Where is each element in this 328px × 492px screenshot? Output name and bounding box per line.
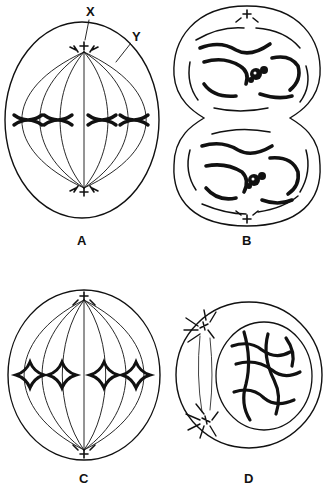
nucleolus	[246, 66, 268, 189]
cell-membrane	[176, 302, 322, 448]
cell-membrane	[8, 290, 160, 460]
panel-label: A	[76, 233, 87, 248]
leader-line	[116, 43, 131, 62]
panel-label: D	[243, 471, 254, 486]
chromosomes	[14, 115, 148, 125]
panel-label: C	[78, 471, 89, 486]
cell-membrane	[5, 22, 159, 218]
structure-label: X	[85, 4, 96, 19]
leader-line	[85, 20, 89, 40]
nuclear-envelope	[188, 28, 308, 214]
centrosome-aster	[184, 310, 218, 438]
chromosomes	[16, 362, 150, 388]
centrosome	[236, 10, 258, 223]
dividing-cell	[174, 6, 320, 226]
chromosomes	[200, 44, 299, 203]
nucleus	[216, 322, 312, 430]
structure-label: Y	[131, 29, 142, 44]
chromosomes	[232, 332, 300, 420]
panel-label: B	[241, 233, 252, 248]
